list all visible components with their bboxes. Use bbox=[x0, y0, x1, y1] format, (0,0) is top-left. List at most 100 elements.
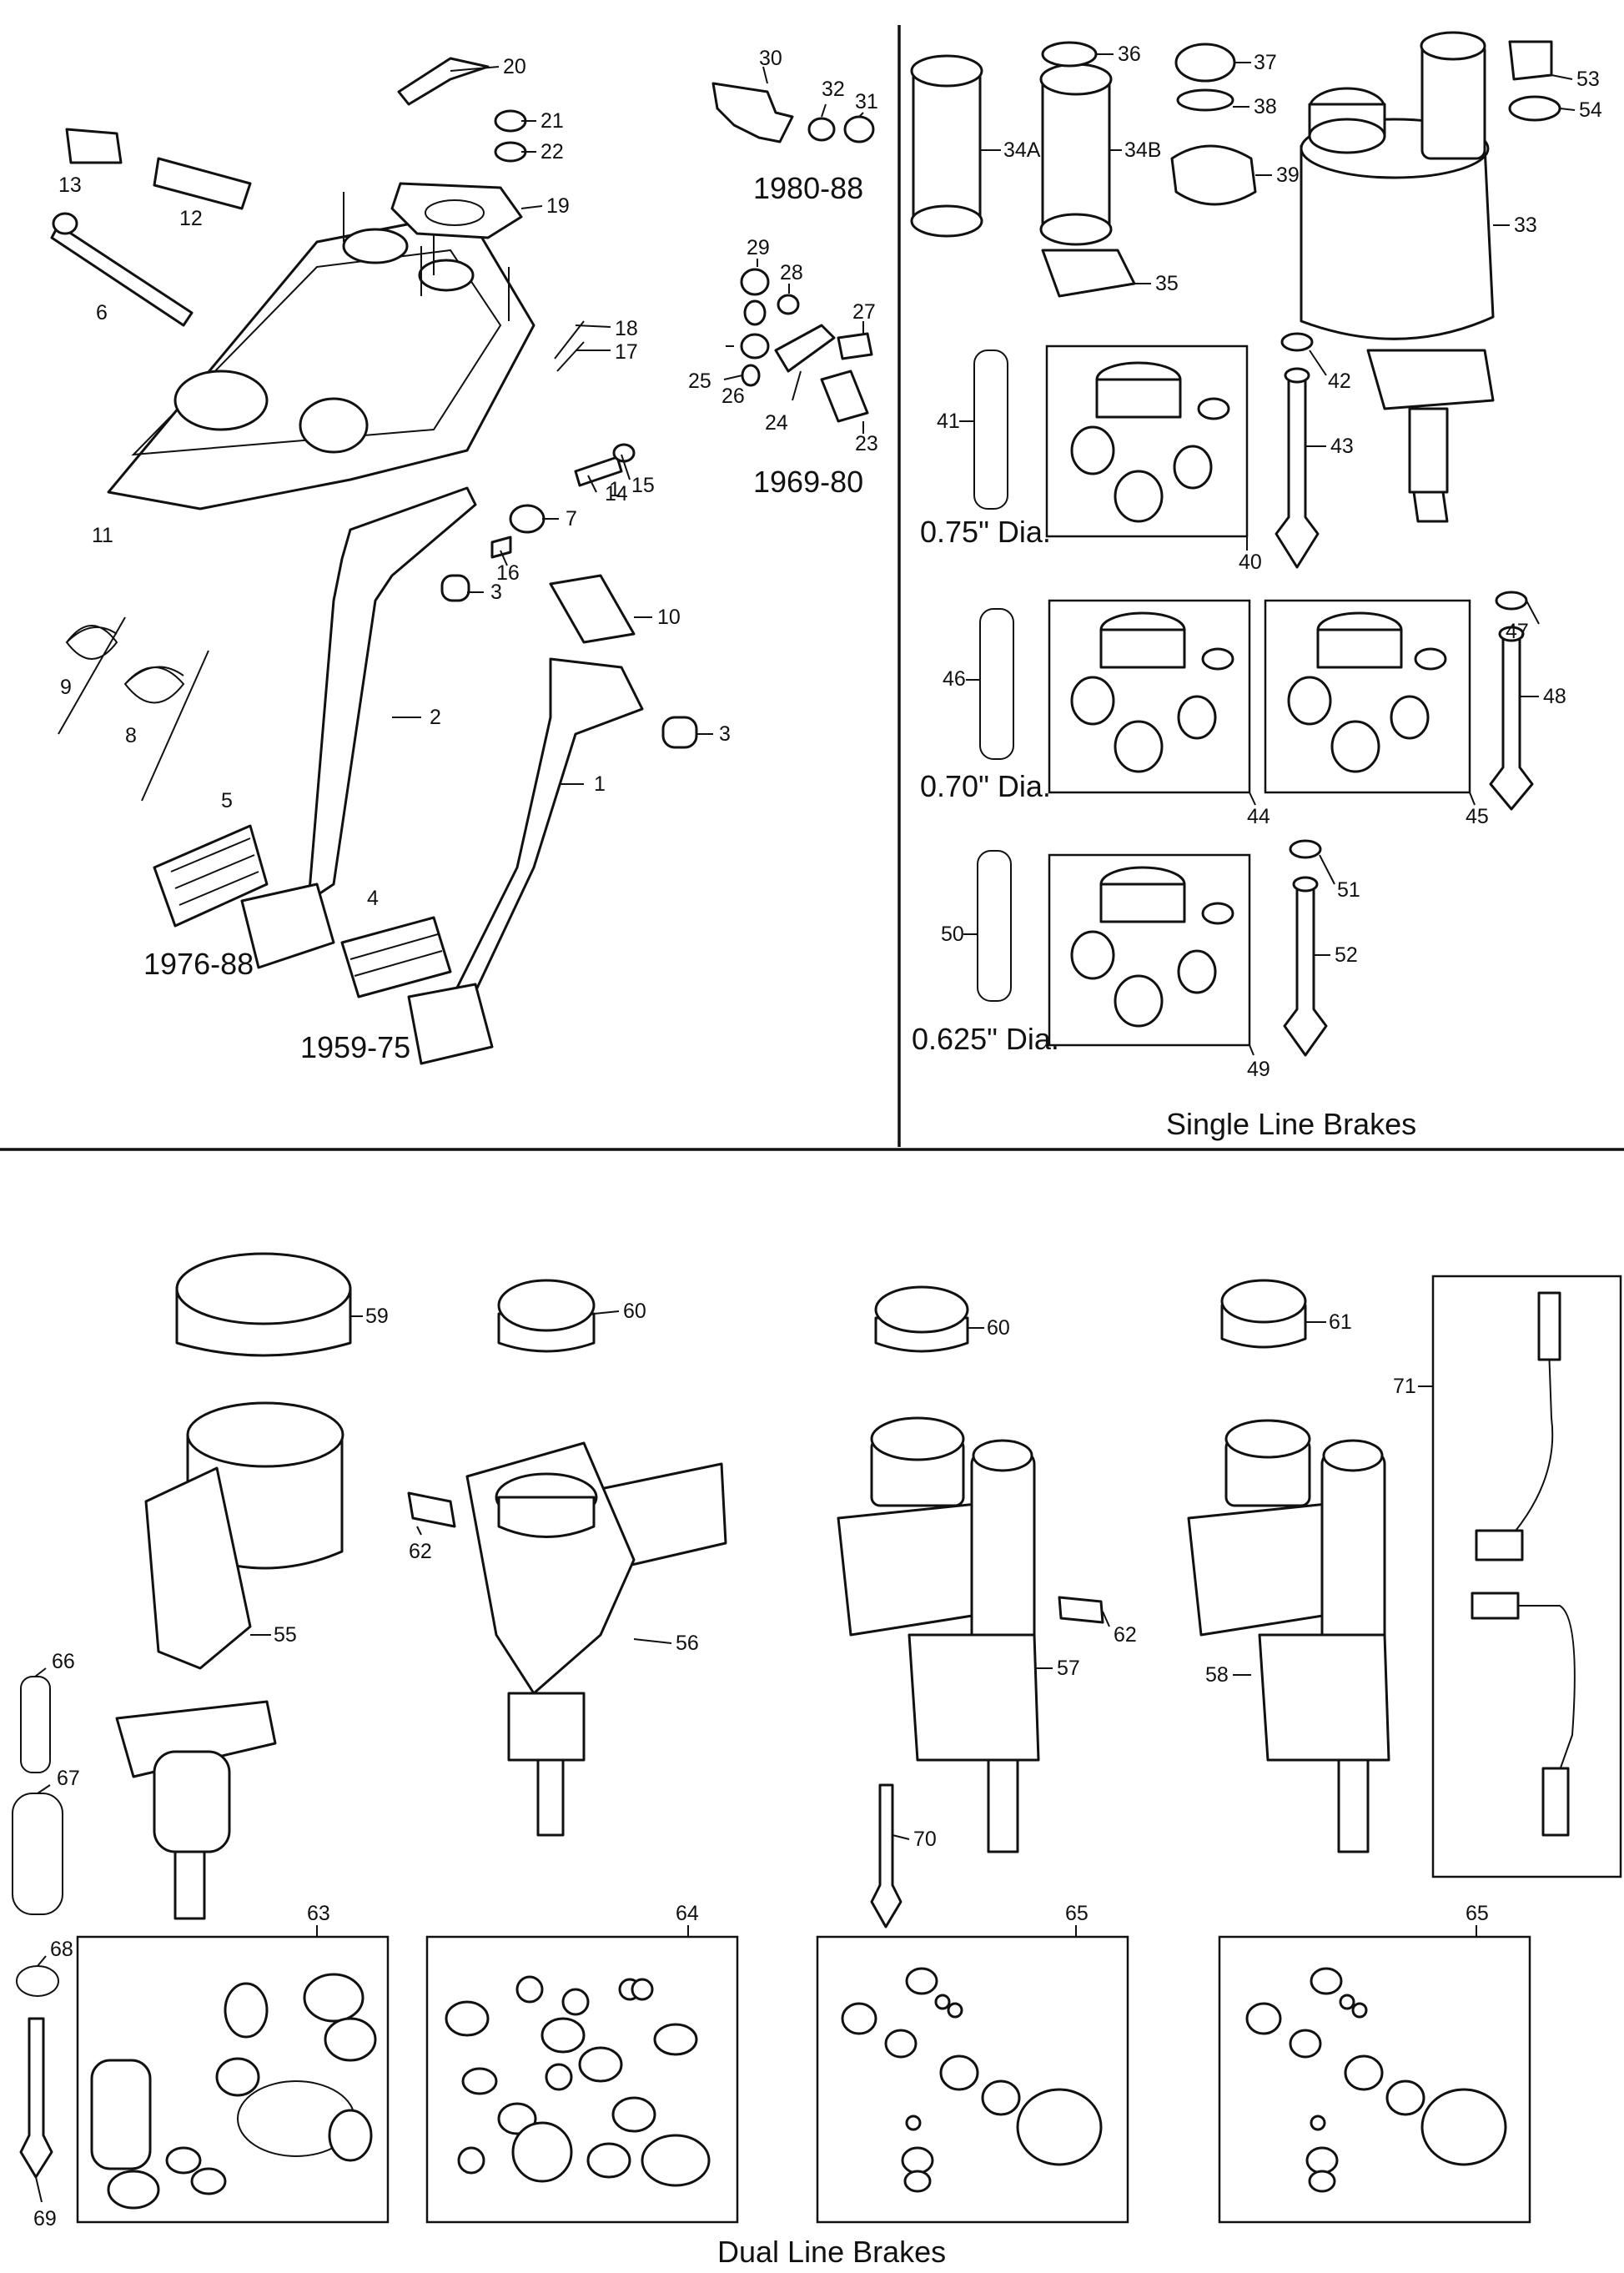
master-cylinder-57 bbox=[837, 1416, 1040, 1853]
part-label: 23 bbox=[855, 432, 878, 455]
kit-box-49 bbox=[1048, 853, 1251, 1047]
part-label: 68 bbox=[50, 1938, 73, 1961]
push-rod-70 bbox=[870, 1783, 903, 1929]
mounting-flange bbox=[1366, 349, 1495, 410]
seal-kit-65b bbox=[1245, 1967, 1507, 2193]
part-label: 40 bbox=[1239, 551, 1262, 574]
part-label: 71 bbox=[1393, 1375, 1416, 1398]
seal-kit-45 bbox=[1287, 611, 1447, 773]
part-label: 35 bbox=[1155, 272, 1179, 295]
part-label: 54 bbox=[1579, 98, 1602, 122]
part-label: 18 bbox=[615, 317, 638, 340]
section-caption-single-line: Single Line Brakes bbox=[1166, 1107, 1416, 1141]
push-rod-69 bbox=[19, 2017, 53, 2179]
part-label: 13 bbox=[58, 173, 82, 197]
part-label: 17 bbox=[615, 340, 638, 364]
pedal-rubber bbox=[340, 916, 452, 998]
part-label: 60 bbox=[987, 1316, 1010, 1340]
pedal-rubber bbox=[153, 824, 269, 928]
kit-box-40 bbox=[1045, 344, 1249, 538]
clip-plate bbox=[153, 157, 252, 210]
part-label: 57 bbox=[1057, 1657, 1080, 1680]
spring-66 bbox=[20, 1676, 51, 1773]
part-label: 41 bbox=[937, 410, 960, 433]
spring-67 bbox=[12, 1793, 63, 1915]
part-label: 62 bbox=[409, 1540, 432, 1563]
pressure-switch-62b bbox=[1058, 1596, 1104, 1624]
seal-kit-44 bbox=[1070, 611, 1234, 773]
part-label: 31 bbox=[855, 90, 878, 113]
part-label: 29 bbox=[747, 236, 770, 259]
kit-box-65a bbox=[816, 1935, 1129, 2224]
stop-switch bbox=[820, 370, 869, 423]
part-label: 21 bbox=[540, 109, 564, 133]
part-label: 69 bbox=[33, 2207, 57, 2230]
part-label: 32 bbox=[822, 78, 845, 101]
part-label: 9 bbox=[60, 676, 72, 699]
part-label: 45 bbox=[1466, 805, 1489, 828]
nut bbox=[612, 443, 636, 463]
part-label: 63 bbox=[307, 1902, 330, 1925]
part-label: 7 bbox=[566, 507, 577, 531]
part-label: 11 bbox=[92, 524, 113, 547]
pin bbox=[490, 536, 512, 559]
part-label: 6 bbox=[96, 301, 108, 324]
spring-41 bbox=[973, 349, 1008, 510]
kit-box-65b bbox=[1218, 1935, 1531, 2224]
part-label: 19 bbox=[546, 194, 570, 218]
part-label: 4 bbox=[367, 887, 379, 910]
part-label: 61 bbox=[1329, 1310, 1352, 1334]
part-label: 47 bbox=[1506, 620, 1529, 643]
pivot-pin bbox=[50, 224, 194, 327]
part-label: 5 bbox=[221, 789, 233, 812]
washer bbox=[741, 364, 761, 387]
part-label: 34A bbox=[1003, 138, 1041, 162]
reservoir-body bbox=[1300, 144, 1495, 340]
part-label: 43 bbox=[1330, 435, 1354, 458]
circlip-68 bbox=[16, 1965, 59, 1997]
diameter-label-0625: 0.625" Dia. bbox=[912, 1022, 1059, 1056]
push-rod-48 bbox=[1489, 591, 1534, 811]
seal-kit-65a bbox=[841, 1967, 1103, 2193]
bush bbox=[661, 716, 698, 749]
part-label: 30 bbox=[759, 47, 782, 70]
leader-lines bbox=[34, 53, 1576, 2203]
diameter-label-070: 0.70" Dia. bbox=[920, 769, 1051, 803]
single-line-cylinder bbox=[910, 31, 1561, 1057]
spring-46 bbox=[979, 608, 1014, 760]
part-label: 26 bbox=[721, 385, 745, 408]
part-label: 46 bbox=[943, 667, 966, 691]
switch-bracket bbox=[711, 82, 794, 143]
pedal-box-bracket bbox=[107, 211, 535, 510]
master-cylinder-55 bbox=[115, 1401, 344, 1920]
spring-50 bbox=[977, 850, 1012, 1002]
part-label: 12 bbox=[179, 207, 203, 230]
part-label: 58 bbox=[1205, 1663, 1229, 1687]
cap-39 bbox=[1170, 144, 1257, 206]
part-label: 20 bbox=[503, 55, 526, 78]
seal-kit-64 bbox=[445, 1975, 711, 2187]
part-label: 65 bbox=[1466, 1902, 1489, 1925]
switch-lever bbox=[774, 324, 836, 373]
bush-tube bbox=[549, 574, 636, 644]
washer bbox=[743, 299, 767, 326]
part-label: 65 bbox=[1065, 1902, 1089, 1925]
cylinder-34b bbox=[1041, 73, 1111, 235]
kit-box-45 bbox=[1264, 599, 1471, 794]
bolt bbox=[574, 455, 623, 487]
nut bbox=[807, 117, 836, 142]
part-label: 50 bbox=[941, 923, 964, 946]
washer-54 bbox=[1508, 95, 1561, 122]
part-label: 56 bbox=[676, 1632, 699, 1655]
captions: 1980-88 1969-80 1976-88 1959-75 0.75" Di… bbox=[143, 171, 1416, 2269]
part-label: 39 bbox=[1276, 163, 1300, 187]
part-label: 36 bbox=[1118, 43, 1141, 66]
part-label: 48 bbox=[1543, 685, 1566, 708]
pedal-assembly bbox=[50, 57, 698, 1065]
part-label: 37 bbox=[1254, 51, 1277, 74]
adjuster-bolt bbox=[837, 332, 873, 360]
cap-37 bbox=[1174, 43, 1236, 83]
nut bbox=[777, 294, 800, 315]
washer-38 bbox=[1176, 88, 1234, 112]
diameter-label-075: 0.75" Dia. bbox=[920, 515, 1051, 549]
